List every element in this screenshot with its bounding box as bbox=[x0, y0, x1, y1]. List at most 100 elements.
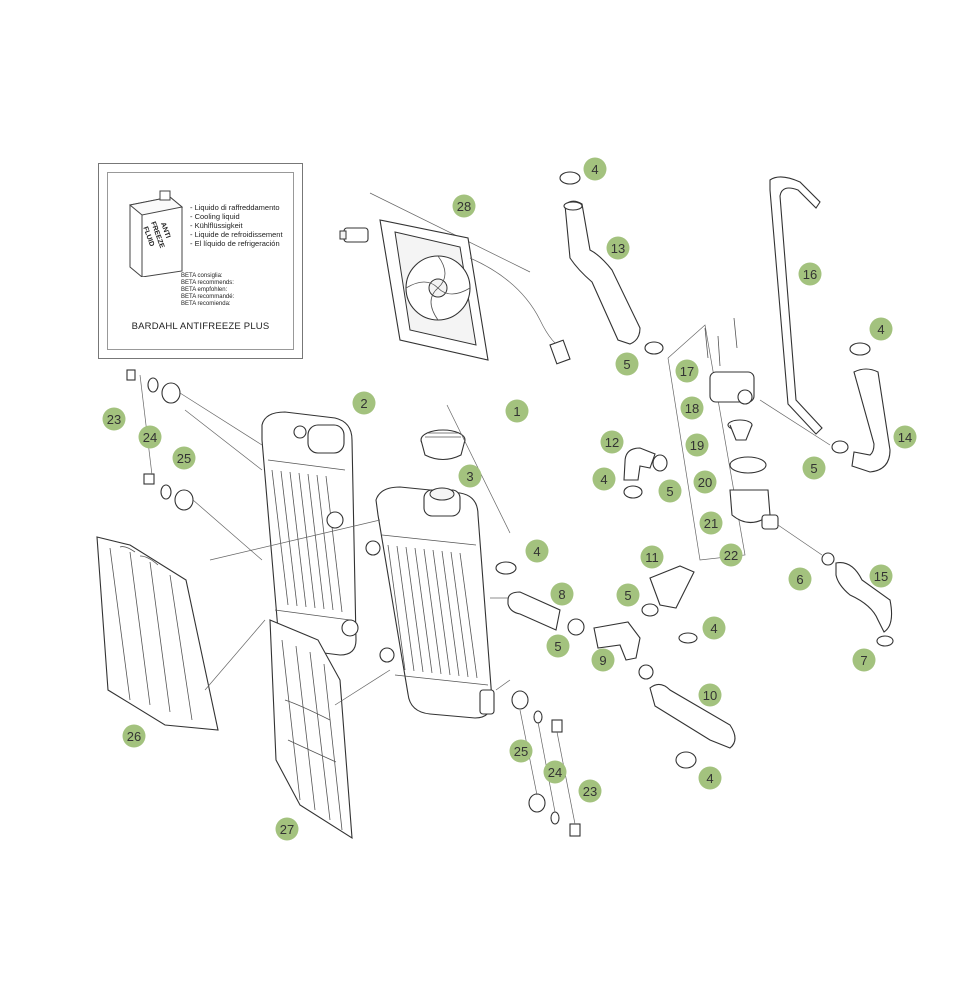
callout-12: 12 bbox=[600, 430, 624, 454]
coolant-name-en: - Cooling liquid bbox=[190, 212, 240, 221]
callout-14: 14 bbox=[893, 425, 917, 449]
callout-number: 27 bbox=[280, 822, 294, 837]
callout-circle bbox=[698, 766, 722, 790]
callout-circle bbox=[640, 545, 664, 569]
callout-circle bbox=[458, 464, 482, 488]
callout-circle bbox=[591, 648, 615, 672]
thermostat-assembly bbox=[667, 317, 831, 561]
callout-circle bbox=[702, 616, 726, 640]
callout-circle bbox=[869, 317, 893, 341]
callout-number: 17 bbox=[680, 364, 694, 379]
callout-4: 4 bbox=[698, 766, 722, 790]
callout-circle bbox=[138, 425, 162, 449]
callout-number: 1 bbox=[513, 404, 520, 419]
guide-lines bbox=[184, 409, 391, 706]
callout-circle bbox=[788, 567, 812, 591]
callout-circle bbox=[505, 399, 529, 423]
callout-10: 10 bbox=[698, 683, 722, 707]
coolant-name-it: - Liquido di raffreddamento bbox=[190, 203, 280, 212]
callout-number: 4 bbox=[533, 544, 540, 559]
callout-number: 20 bbox=[698, 475, 712, 490]
callout-28: 28 bbox=[452, 194, 476, 218]
callout-circle bbox=[680, 396, 704, 420]
callout-5: 5 bbox=[658, 479, 682, 503]
callout-number: 3 bbox=[466, 469, 473, 484]
callout-number: 25 bbox=[514, 744, 528, 759]
callout-5: 5 bbox=[615, 352, 639, 376]
elbow-12 bbox=[623, 447, 668, 499]
callout-16: 16 bbox=[798, 262, 822, 286]
callout-23: 23 bbox=[102, 407, 126, 431]
callout-number: 11 bbox=[645, 550, 659, 565]
callout-25: 25 bbox=[172, 446, 196, 470]
callout-26: 26 bbox=[122, 724, 146, 748]
hose-14 bbox=[831, 342, 891, 473]
radiator-cap bbox=[420, 404, 511, 534]
callout-9: 9 bbox=[591, 648, 615, 672]
callout-number: 14 bbox=[898, 430, 912, 445]
callout-circle bbox=[592, 467, 616, 491]
callout-number: 16 bbox=[803, 267, 817, 282]
callout-25: 25 bbox=[509, 739, 533, 763]
callout-number: 4 bbox=[591, 162, 598, 177]
callout-22: 22 bbox=[719, 543, 743, 567]
callout-4: 4 bbox=[702, 616, 726, 640]
callout-number: 8 bbox=[558, 587, 565, 602]
callout-number: 18 bbox=[685, 401, 699, 416]
callout-4: 4 bbox=[869, 317, 893, 341]
antifreeze-can-illustration: ANTI FREEZE FLUID bbox=[128, 190, 184, 277]
callout-6: 6 bbox=[788, 567, 812, 591]
callout-circle bbox=[869, 564, 893, 588]
callout-layer: 1234444445555567891011121314151617181920… bbox=[102, 157, 917, 841]
coolant-name-list: - Liquido di raffreddamento - Cooling li… bbox=[190, 203, 283, 248]
callout-circle bbox=[600, 430, 624, 454]
callout-7: 7 bbox=[852, 648, 876, 672]
right-radiator bbox=[365, 486, 495, 719]
callout-number: 26 bbox=[127, 729, 141, 744]
callout-number: 2 bbox=[360, 396, 367, 411]
callout-circle bbox=[675, 359, 699, 383]
callout-19: 19 bbox=[685, 433, 709, 457]
right-radiator-grille bbox=[269, 619, 353, 840]
hose-13 bbox=[559, 171, 664, 355]
left-fasteners bbox=[126, 369, 263, 561]
callout-circle bbox=[615, 352, 639, 376]
callout-number: 12 bbox=[605, 435, 619, 450]
coolant-name-fr: - Liquide de refroidissement bbox=[190, 230, 283, 239]
callout-circle bbox=[893, 425, 917, 449]
callout-number: 5 bbox=[624, 588, 631, 603]
callout-number: 7 bbox=[860, 653, 867, 668]
callout-circle bbox=[509, 739, 533, 763]
callout-circle bbox=[578, 779, 602, 803]
coolant-name-de: - Kühlflüssigkeit bbox=[190, 221, 243, 230]
callout-circle bbox=[693, 470, 717, 494]
callout-number: 19 bbox=[690, 438, 704, 453]
callout-number: 24 bbox=[143, 430, 157, 445]
callout-circle bbox=[616, 583, 640, 607]
callout-circle bbox=[525, 539, 549, 563]
callout-4: 4 bbox=[592, 467, 616, 491]
right-fasteners bbox=[511, 690, 581, 837]
callout-number: 25 bbox=[177, 451, 191, 466]
callout-1: 1 bbox=[505, 399, 529, 423]
callout-5: 5 bbox=[546, 634, 570, 658]
callout-5: 5 bbox=[616, 583, 640, 607]
callout-circle bbox=[543, 760, 567, 784]
callout-circle bbox=[352, 391, 376, 415]
left-radiator bbox=[261, 411, 359, 656]
hose-15 bbox=[821, 552, 894, 647]
callout-circle bbox=[606, 236, 630, 260]
callout-circle bbox=[658, 479, 682, 503]
pipe-group-8-11 bbox=[490, 561, 736, 769]
callout-number: 23 bbox=[107, 412, 121, 427]
recommend-fr: BETA recommandé: bbox=[181, 294, 235, 300]
callout-number: 4 bbox=[600, 472, 607, 487]
callout-number: 4 bbox=[877, 322, 884, 337]
callout-number: 4 bbox=[710, 621, 717, 636]
coolant-name-es: - El líquido de refrigeración bbox=[190, 239, 280, 248]
callout-number: 4 bbox=[706, 771, 713, 786]
antifreeze-info-box: ANTI FREEZE FLUID - Liquido di raffredda… bbox=[98, 163, 303, 359]
callout-circle bbox=[452, 194, 476, 218]
